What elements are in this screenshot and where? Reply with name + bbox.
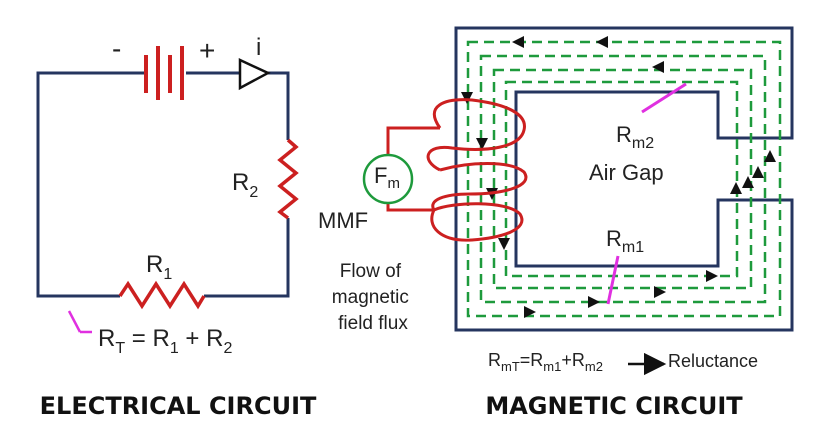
flux-description-line: magnetic <box>332 287 409 308</box>
current-direction-arrow <box>238 58 271 91</box>
reluctance-label: Reluctance <box>668 351 758 371</box>
reluctance-formula: RmT=Rm1+Rm2 <box>488 350 603 374</box>
magnetic-caption: MAGNETIC CIRCUIT <box>485 392 743 420</box>
flux-arrow <box>476 138 488 150</box>
r2-label: R2 <box>232 169 258 201</box>
magnetic-core <box>454 26 794 332</box>
battery-plus-label: + <box>199 35 215 66</box>
battery-minus-label: - <box>112 33 121 64</box>
coil-windings <box>426 98 528 242</box>
fm-label: Fm <box>374 163 400 192</box>
flux-path-outer <box>466 40 782 318</box>
flux-path-inner <box>492 68 753 290</box>
rm2-pointer <box>641 82 687 114</box>
flux-path-mid <box>479 54 767 304</box>
magnetic-circuit: Fm MMF Flow of magnetic field flux Rm2 A… <box>318 26 794 420</box>
rm1-pointer <box>606 255 620 305</box>
flux-arrow <box>588 296 600 308</box>
flux-arrow <box>512 36 524 48</box>
flux-description-line: field flux <box>338 313 408 334</box>
flux-arrow <box>596 36 608 48</box>
wire-loop <box>36 71 290 298</box>
resistor-r2 <box>277 138 299 220</box>
resistor-r1 <box>118 280 206 310</box>
electrical-caption: ELECTRICAL CIRCUIT <box>40 392 317 420</box>
mmf-label: MMF <box>318 208 368 233</box>
electrical-circuit: - + i R2 R1 RT = R1 + R2 ELECTRICAL CIRC… <box>36 33 317 420</box>
rm2-label: Rm2 <box>616 122 654 152</box>
total-resistance-equation: RT = R1 + R2 <box>98 325 232 357</box>
flux-arrow <box>764 150 776 162</box>
flux-arrow <box>706 270 718 282</box>
rm1-label: Rm1 <box>606 226 644 256</box>
flux-arrow <box>654 286 666 298</box>
air-gap-label: Air Gap <box>589 160 664 185</box>
total-pointer <box>67 310 82 333</box>
flux-arrow <box>524 306 536 318</box>
flux-arrow <box>498 238 510 250</box>
flux-description: Flow of magnetic field flux <box>332 261 414 334</box>
flux-arrow <box>730 182 742 194</box>
flux-arrow <box>461 92 473 104</box>
flux-arrow <box>742 176 754 188</box>
r1-label: R1 <box>146 251 172 283</box>
flux-arrows <box>461 36 776 318</box>
flux-arrow <box>652 61 664 73</box>
mmf-source <box>362 153 414 205</box>
flux-arrow <box>752 166 764 178</box>
flux-description-line: Flow of <box>340 261 402 282</box>
flux-lines <box>466 40 782 318</box>
current-label: i <box>256 34 261 61</box>
flux-path-innermost <box>504 80 739 278</box>
battery-symbol <box>144 46 184 100</box>
